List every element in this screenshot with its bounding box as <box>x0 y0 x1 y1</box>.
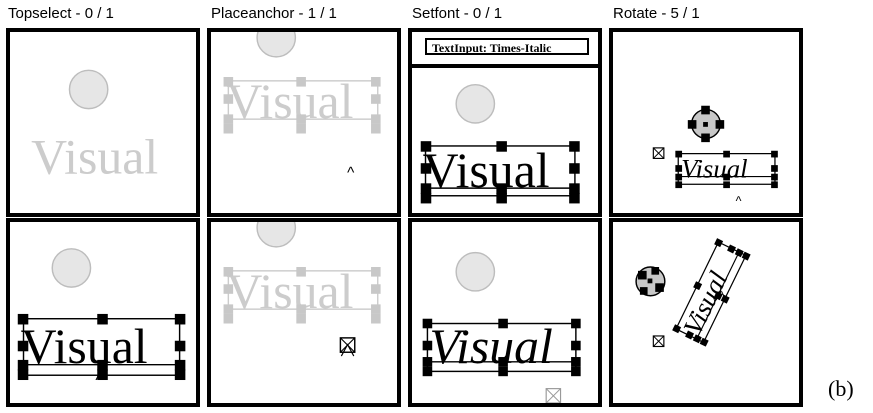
anchor-caret-icon: ^ <box>347 165 355 182</box>
visual-text: Visual <box>226 264 353 319</box>
canvas: Visual <box>31 69 158 185</box>
panel-topselect-bottom: Visual ^ <box>6 218 200 407</box>
selection-handles[interactable] <box>17 313 186 381</box>
column-title-topselect: Topselect - 0 / 1 <box>8 5 114 22</box>
visual-text: Visual <box>21 319 148 374</box>
canvas: Visual <box>420 83 580 204</box>
pivot-marker-icon <box>652 335 665 348</box>
anchor-caret-icon: ^ <box>718 290 724 304</box>
selection-handles[interactable] <box>675 150 778 189</box>
panel-placeanchor-bottom: Visual <box>207 218 401 407</box>
panel-topselect-top: Visual <box>6 28 200 217</box>
selection-handles[interactable] <box>422 318 581 377</box>
visual-text: Visual <box>681 154 748 184</box>
panel-setfont-bottom: Visual <box>408 218 602 407</box>
canvas: Visual ^ <box>223 32 381 182</box>
column-title-placeanchor: Placeanchor - 1 / 1 <box>211 5 337 22</box>
anchor-caret-icon: ^ <box>95 372 103 389</box>
faded-handles <box>223 267 381 324</box>
canvas: Visual ^ <box>652 105 778 208</box>
anchor-marker-icon[interactable] <box>339 337 356 357</box>
pivot-marker-icon <box>652 147 665 159</box>
visual-text: Visual <box>677 267 733 340</box>
panel-rotate-bottom: Visual ^ <box>609 218 803 407</box>
panel-setfont-top: TextInput: Times-Italic Visual <box>408 28 602 217</box>
anchor-caret-icon: ^ <box>736 194 742 208</box>
panel-placeanchor-top: Visual ^ <box>207 28 401 217</box>
rotation-circle[interactable] <box>635 266 666 297</box>
circle-shape <box>256 222 297 248</box>
visual-text: Visual <box>423 143 550 198</box>
text-input-bar: TextInput: Times-Italic <box>412 32 598 68</box>
faded-handles <box>223 77 381 134</box>
circle-shape <box>68 69 109 110</box>
canvas: Visual ^ <box>17 248 186 389</box>
anchor-marker-icon[interactable] <box>545 388 562 403</box>
circle-shape <box>455 83 496 124</box>
figure-label: (b) <box>828 376 854 401</box>
visual-text: Visual <box>31 130 158 185</box>
circle-shape <box>455 251 496 292</box>
canvas: Visual <box>223 222 381 357</box>
selection-handles[interactable] <box>672 238 751 347</box>
rotation-circle[interactable] <box>687 105 725 143</box>
panel-rotate-top: Visual ^ <box>609 28 803 217</box>
visual-text: Visual <box>226 74 353 129</box>
canvas: Visual ^ <box>635 238 751 348</box>
font-text-input[interactable]: TextInput: Times-Italic <box>425 38 589 55</box>
column-title-rotate: Rotate - 5 / 1 <box>613 5 700 22</box>
column-title-setfont: Setfont - 0 / 1 <box>412 5 503 22</box>
visual-text: Visual <box>429 319 553 374</box>
selection-handles[interactable] <box>420 141 580 204</box>
rotated-group: Visual <box>672 238 751 347</box>
canvas: Visual <box>422 251 581 403</box>
circle-shape <box>256 32 297 58</box>
circle-shape <box>51 248 92 288</box>
